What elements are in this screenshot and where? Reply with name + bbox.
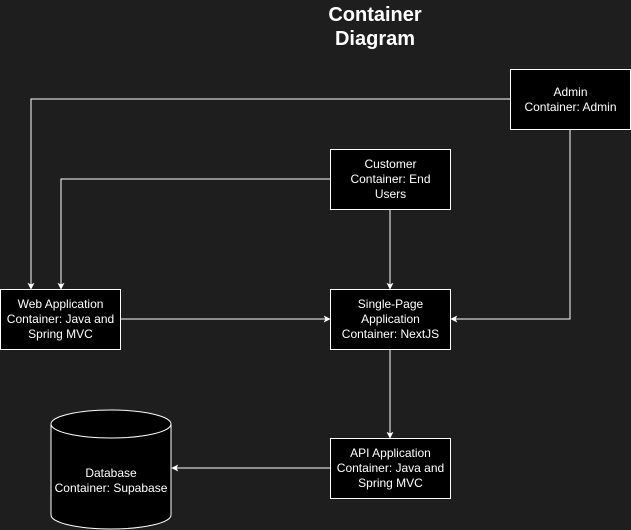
node-single-page-application[interactable]: Single-Page Application Container: NextJ… bbox=[330, 289, 451, 350]
node-spa-name-line2: Application bbox=[361, 312, 420, 326]
diagram-title: Container Diagram bbox=[300, 3, 450, 51]
edge-customer-to-web-app bbox=[57, 178, 330, 290]
node-database-name: Database bbox=[85, 466, 137, 480]
diagram-title-line2: Diagram bbox=[334, 28, 416, 50]
diagram-title-line1: Container bbox=[328, 4, 422, 26]
node-web-application-name: Web Application bbox=[17, 297, 104, 311]
node-database-label: Database Container: Supabase bbox=[51, 466, 171, 496]
node-api-application-container: Container: Java and bbox=[336, 461, 445, 475]
node-api-application-container-cont: Spring MVC bbox=[358, 476, 423, 490]
node-customer[interactable]: Customer Container: End Users bbox=[330, 149, 451, 210]
node-admin[interactable]: Admin Container: Admin bbox=[510, 69, 631, 130]
node-spa-container: Container: NextJS bbox=[341, 327, 440, 341]
edge-admin-to-web-app bbox=[27, 98, 510, 290]
node-api-application[interactable]: API Application Container: Java and Spri… bbox=[330, 438, 451, 499]
node-web-application[interactable]: Web Application Container: Java and Spri… bbox=[0, 289, 121, 350]
node-admin-name: Admin bbox=[553, 84, 588, 99]
node-admin-container: Container: Admin bbox=[524, 99, 617, 114]
node-api-application-name: API Application bbox=[350, 446, 431, 460]
edge-admin-to-spa bbox=[450, 130, 571, 323]
database-cylinder-shape[interactable] bbox=[50, 409, 172, 530]
node-customer-name: Customer bbox=[364, 157, 417, 171]
node-spa-name-line1: Single-Page bbox=[357, 297, 424, 311]
node-web-application-container: Container: Java and bbox=[6, 312, 115, 326]
node-database-container: Container: Supabase bbox=[54, 481, 168, 495]
node-customer-container: Container: End Users bbox=[350, 172, 431, 201]
node-web-application-container-cont: Spring MVC bbox=[28, 327, 93, 341]
